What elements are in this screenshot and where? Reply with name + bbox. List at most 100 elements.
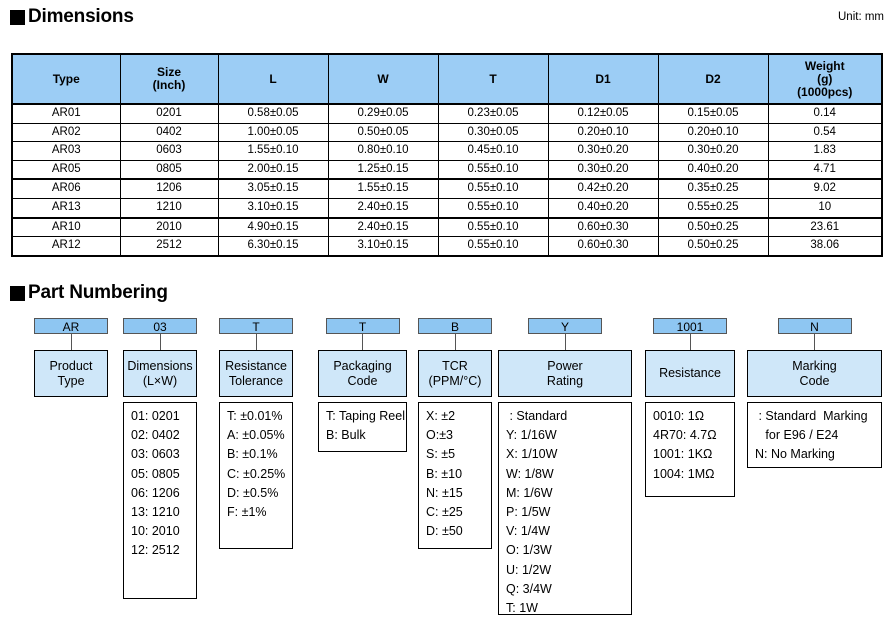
code-box-packaging: T (325, 318, 400, 334)
cell-type: AR06 (11, 178, 121, 199)
header-text-t: T (489, 71, 497, 86)
cell-l: 2.00±0.15 (217, 159, 329, 181)
detail-box-marking-code: : Standard Marking for E96 / E24 N: No M… (747, 402, 882, 468)
cell-w: 0.29±0.05 (327, 103, 439, 124)
detail-item: Y: 1/16W (506, 428, 557, 443)
part-numbering-column-product-type: AR Product Type (34, 318, 108, 397)
detail-item: V: 1/4W (506, 524, 550, 539)
detail-item: N: No Marking (755, 447, 835, 462)
code-box-resistance-tolerance: T (219, 318, 293, 334)
category-label-line1: Resistance (225, 358, 287, 373)
cell-t: 0.55±0.10 (437, 197, 549, 219)
detail-item: 10: 2010 (131, 524, 180, 539)
cell-d1: 0.40±0.20 (547, 197, 659, 219)
category-label-line1: Marking (792, 358, 837, 373)
header-text-w: W (377, 71, 389, 86)
detail-item: 1001: 1KΩ (653, 447, 713, 462)
category-box-tcr: TCR (PPM/°C) (418, 350, 492, 397)
header-text-weight-line1: Weight (804, 58, 845, 73)
table-header-row: Type Size (Inch) L W T D1 D2 Weight (g) … (11, 53, 883, 105)
cell-weight: 23.61 (767, 217, 883, 238)
header-text-l: L (269, 71, 277, 86)
column-header-type: Type (11, 53, 121, 105)
cell-d2: 0.50±0.25 (657, 236, 769, 257)
detail-item: C: ±0.25% (227, 466, 286, 481)
category-label-line2: (PPM/°C) (428, 373, 482, 388)
header-text-size-line1: Size (156, 65, 181, 79)
cell-weight: 0.54 (767, 122, 883, 143)
category-label-line2: Tolerance (228, 373, 284, 388)
detail-item: A: ±0.05% (227, 428, 285, 443)
detail-item: U: 1/2W (506, 562, 552, 577)
detail-box-resistance-tolerance: T: ±0.01% A: ±0.05% B: ±0.1% C: ±0.25% D… (219, 402, 293, 549)
detail-item: W: 1/8W (506, 466, 554, 481)
cell-w: 1.55±0.15 (327, 178, 439, 199)
detail-item: 03: 0603 (131, 447, 180, 462)
header-text-weight-line3: (1000pcs) (797, 84, 853, 99)
detail-item: 01: 0201 (131, 409, 180, 423)
category-label-line1: Power (547, 358, 583, 373)
cell-type: AR03 (11, 141, 121, 161)
category-label-line2: Rating (546, 373, 584, 388)
detail-item: T: Taping Reel (326, 409, 405, 423)
cell-size: 1206 (119, 178, 219, 199)
detail-item: 12: 2512 (131, 543, 180, 558)
connector-line (689, 334, 691, 350)
cell-size: 0603 (119, 141, 219, 161)
cell-w: 0.50±0.05 (327, 122, 439, 143)
category-label-line1: Dimensions (127, 358, 193, 373)
detail-item: B: Bulk (326, 428, 366, 443)
cell-d2: 0.30±0.20 (657, 141, 769, 161)
cell-l: 3.10±0.15 (217, 197, 329, 219)
category-box-product-type: Product Type (34, 350, 108, 397)
bullet-square-icon (10, 9, 25, 25)
column-header-size: Size (Inch) (119, 53, 219, 105)
detail-item: X: ±2 (426, 409, 456, 423)
cell-d1: 0.30±0.20 (547, 159, 659, 181)
cell-d2: 0.35±0.25 (657, 178, 769, 199)
cell-t: 0.23±0.05 (437, 103, 549, 124)
detail-item: 05: 0805 (131, 466, 180, 481)
detail-item: D: ±50 (426, 524, 463, 539)
part-numbering-column-resistance-tolerance: T Resistance Tolerance T: ±0.01% A: ±0.0… (219, 318, 293, 549)
cell-size: 1210 (119, 197, 219, 219)
column-header-l: L (217, 53, 329, 105)
code-box-tcr: B (418, 318, 492, 334)
cell-d2: 0.40±0.20 (657, 159, 769, 181)
header-text-size-line2: (Inch) (152, 78, 186, 92)
code-box-dimensions: 03 (123, 318, 197, 334)
cell-t: 0.55±0.10 (437, 217, 549, 238)
cell-size: 0805 (119, 159, 219, 181)
code-box-resistance: 1001 (653, 318, 727, 334)
cell-l: 1.55±0.10 (217, 141, 329, 161)
code-box-product-type: AR (34, 318, 108, 334)
category-box-resistance-tolerance: Resistance Tolerance (219, 350, 293, 397)
detail-box-resistance: 0010: 1Ω 4R70: 4.7Ω 1001: 1KΩ 1004: 1MΩ (645, 402, 735, 497)
detail-box-packaging-code: T: Taping Reel B: Bulk (318, 402, 407, 452)
detail-item: : Standard (506, 409, 568, 423)
cell-d1: 0.30±0.20 (547, 141, 659, 161)
dimensions-table: Type Size (Inch) L W T D1 D2 Weight (g) … (11, 53, 883, 257)
part-numbering-column-marking-code: N Marking Code : Standard Marking for E9… (747, 318, 882, 468)
cell-l: 3.05±0.15 (217, 178, 329, 199)
header-text-type: Type (52, 71, 80, 86)
cell-t: 0.55±0.10 (437, 178, 549, 199)
code-box-marking: N (777, 318, 852, 334)
detail-box-tcr: X: ±2 O:±3 S: ±5 B: ±10 N: ±15 C: ±25 D:… (418, 402, 492, 549)
cell-d2: 0.50±0.25 (657, 217, 769, 238)
detail-item: T: 1W (506, 601, 538, 616)
part-numbering-column-packaging-code: T Packaging Code T: Taping Reel B: Bulk (318, 318, 407, 452)
detail-item: B: ±0.1% (227, 447, 278, 462)
cell-w: 0.80±0.10 (327, 141, 439, 161)
dimensions-title: Dimensions (28, 6, 134, 27)
detail-item: : Standard Marking (755, 409, 868, 423)
cell-l: 0.58±0.05 (217, 103, 329, 124)
